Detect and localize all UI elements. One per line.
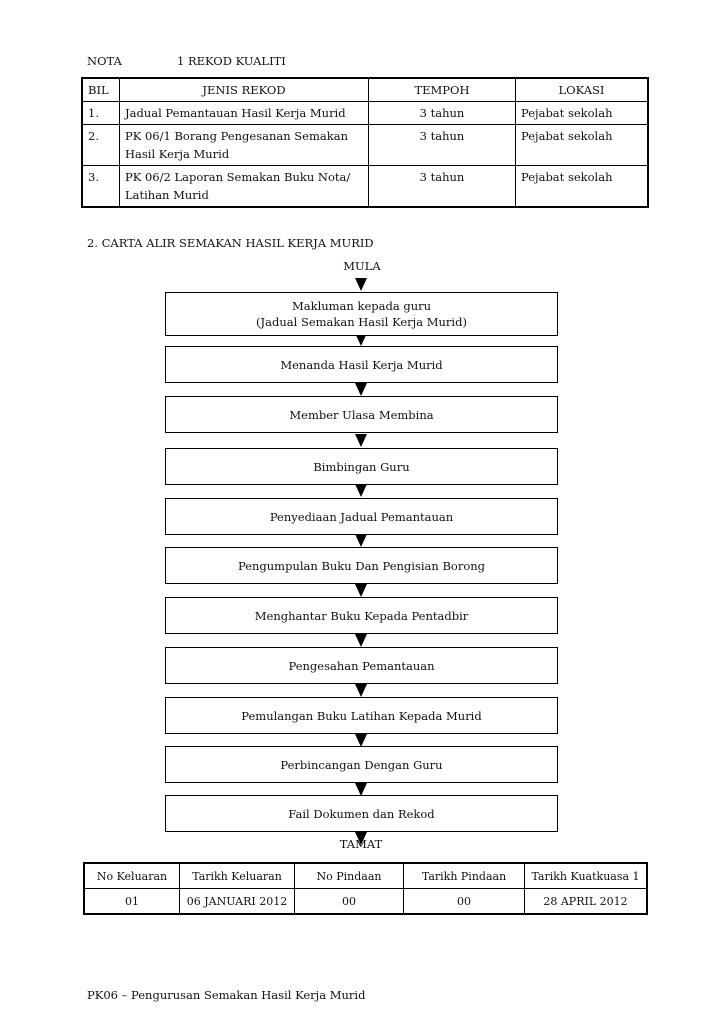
table-cell: 00 [403, 888, 525, 915]
flow-step-text: Pemulangan Buku Latihan Kepada Murid [241, 708, 481, 724]
flow-step-line: Makluman kepada guru [291, 299, 432, 313]
table-cell: 00 [294, 888, 404, 915]
column-header: LOKASI [515, 77, 649, 102]
flow-step-text: Member Ulasa Membina [289, 407, 433, 423]
table-row: 3. PK 06/2 Laporan Semakan Buku Nota/ La… [81, 165, 649, 208]
table-cell: 1. [81, 101, 120, 125]
table-cell: PK 06/1 Borang Pengesanan Semakan Hasil … [119, 124, 369, 166]
flow-step-line: Member Ulasa Membina [289, 407, 434, 422]
flow-step-box: Makluman kepada guru (Jadual Semakan Hasi… [165, 292, 558, 336]
table-cell: 3 tahun [368, 101, 516, 125]
column-header: No Pindaan [294, 862, 404, 889]
flow-arrow-icon [355, 832, 367, 845]
flow-step-box: Member Ulasa Membina [165, 396, 558, 433]
flow-step-line: Penyediaan Jadual Pemantauan [269, 509, 454, 524]
flow-step-text: Fail Dokumen dan Rekod [288, 806, 434, 822]
page-footer: PK06 – Pengurusan Semakan Hasil Kerja Mu… [87, 988, 366, 1002]
table-cell: Jadual Pemantauan Hasil Kerja Murid [119, 101, 369, 125]
table-cell: 3. [81, 165, 120, 208]
section-title: 1 REKOD KUALITI [177, 54, 286, 68]
flow-step-box: Menghantar Buku Kepada Pentadbir [165, 597, 558, 634]
flow-step-line: Pengesahan Pemantauan [288, 658, 435, 673]
flow-step-line: Pemulangan Buku Latihan Kepada Murid [241, 708, 482, 723]
table-cell: 3 tahun [368, 124, 516, 166]
flow-step-text: Menghantar Buku Kepada Pentadbir [255, 608, 469, 624]
flow-step-box: Menanda Hasil Kerja Murid [165, 346, 558, 383]
flow-step-box: Pemulangan Buku Latihan Kepada Murid [165, 697, 558, 734]
flow-arrow-icon [355, 484, 367, 497]
flow-step-text: Perbincangan Dengan Guru [280, 757, 442, 773]
table-row: 2. PK 06/1 Borang Pengesanan Semakan Has… [81, 124, 649, 166]
flow-step-line: Menghantar Buku Kepada Pentadbir [254, 608, 469, 623]
table-row: 01 06 JANUARI 2012 00 00 28 APRIL 2012 [83, 888, 648, 915]
flow-step-line: Menanda Hasil Kerja Murid [280, 357, 443, 372]
column-header: JENIS REKOD [119, 77, 369, 102]
table-cell: Pejabat sekolah [515, 124, 649, 166]
column-header: Tarikh Keluaran [179, 862, 295, 889]
flow-arrow-icon [355, 584, 367, 597]
column-header: Tarikh Kuatkuasa 1 [524, 862, 648, 889]
flow-step-text: Bimbingan Guru [313, 459, 409, 475]
table-cell: 28 APRIL 2012 [524, 888, 648, 915]
flow-step-box: Fail Dokumen dan Rekod [165, 795, 558, 832]
flow-step-text: Menanda Hasil Kerja Murid [280, 357, 442, 373]
column-header: BIL [81, 77, 120, 102]
flow-arrow-icon [355, 734, 367, 747]
flow-step-box: Bimbingan Guru [165, 448, 558, 485]
cell-line: Jadual Pemantauan Hasil Kerja Murid [125, 106, 346, 120]
table-cell: Pejabat sekolah [515, 101, 649, 125]
table-header-row: BIL JENIS REKOD TEMPOH LOKASI [81, 77, 649, 102]
flow-step-box: Penyediaan Jadual Pemantauan [165, 498, 558, 535]
flow-step-text: Pengumpulan Buku Dan Pengisian Borong [238, 558, 485, 574]
table-cell: PK 06/2 Laporan Semakan Buku Nota/ Latih… [119, 165, 369, 208]
table-cell: 3 tahun [368, 165, 516, 208]
flow-step-box: Pengesahan Pemantauan [165, 647, 558, 684]
table-row: 1. Jadual Pemantauan Hasil Kerja Murid 3… [81, 101, 649, 125]
flow-arrow-icon [355, 278, 367, 291]
flow-arrow-icon [355, 383, 367, 396]
cell-line: Latihan Murid [125, 188, 209, 202]
column-header: TEMPOH [368, 77, 516, 102]
rekod-table: BIL JENIS REKOD TEMPOH LOKASI 1. Jadual … [81, 77, 649, 208]
table-cell: 01 [83, 888, 180, 915]
document-control-table: No Keluaran Tarikh Keluaran No Pindaan T… [83, 862, 648, 915]
flow-arrow-icon [355, 434, 367, 447]
flow-step-text: Pengesahan Pemantauan [288, 658, 434, 674]
flow-arrow-icon [355, 333, 367, 346]
table-cell: Pejabat sekolah [515, 165, 649, 208]
flow-step-line: (Jadual Semakan Hasil Kerja Murid) [256, 315, 467, 329]
flow-arrow-icon [355, 534, 367, 547]
nota-label: NOTA [87, 54, 122, 68]
flow-arrow-icon [355, 684, 367, 697]
cell-line: PK 06/1 Borang Pengesanan Semakan [125, 129, 348, 143]
table-header-row: No Keluaran Tarikh Keluaran No Pindaan T… [83, 862, 648, 889]
flow-step-line: Perbincangan Dengan Guru [280, 757, 443, 772]
flow-step-line: Bimbingan Guru [313, 459, 410, 474]
flow-arrow-icon [355, 783, 367, 796]
column-header: No Keluaran [83, 862, 180, 889]
flow-end-label: TAMAT [339, 837, 383, 851]
table-cell: 06 JANUARI 2012 [179, 888, 295, 915]
flow-step-box: Perbincangan Dengan Guru [165, 746, 558, 783]
flow-step-line: Pengumpulan Buku Dan Pengisian Borong [237, 558, 486, 573]
flow-start-label: MULA [343, 259, 381, 273]
cell-line: PK 06/2 Laporan Semakan Buku Nota/ [125, 170, 351, 184]
flow-step-text: Makluman kepada guru (Jadual Semakan Hasi… [256, 298, 467, 330]
flow-step-box: Pengumpulan Buku Dan Pengisian Borong [165, 547, 558, 584]
table-cell: 2. [81, 124, 120, 166]
column-header: Tarikh Pindaan [403, 862, 525, 889]
flowchart-title: 2. CARTA ALIR SEMAKAN HASIL KERJA MURID [87, 236, 374, 250]
cell-line: Hasil Kerja Murid [125, 147, 230, 161]
flow-arrow-icon [355, 634, 367, 647]
flow-step-line: Fail Dokumen dan Rekod [288, 806, 435, 821]
flow-step-text: Penyediaan Jadual Pemantauan [270, 509, 453, 525]
